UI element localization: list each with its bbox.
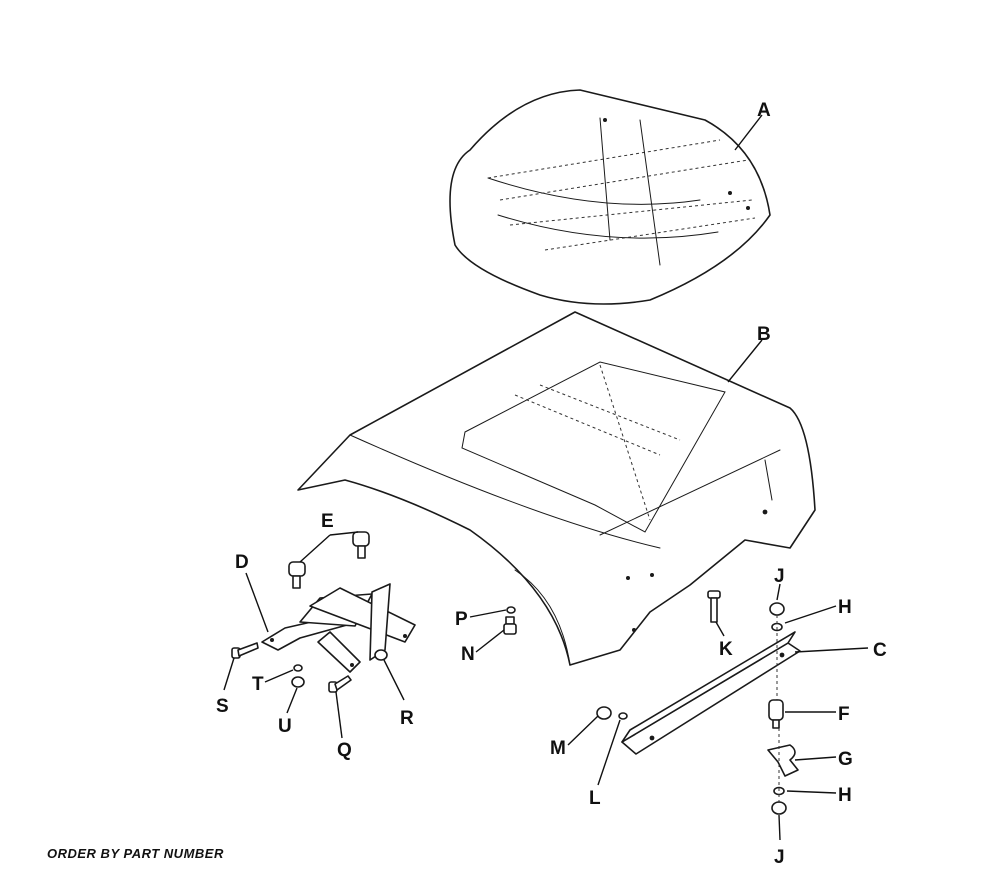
callout-k: K [719,639,733,660]
callout-c: C [873,640,887,661]
callout-labels: A B C D E F G H H J J K L M N P Q R S T … [216,100,887,868]
callout-b: B [757,324,771,345]
callout-f: F [838,704,850,725]
fender-housing-part-b [297,311,816,666]
callout-u: U [278,716,292,737]
washer-part-p [506,606,516,614]
callout-j-bottom: J [774,847,785,868]
pivot-bracket-part-d [261,583,416,673]
callout-t: T [252,674,264,695]
callout-g: G [838,749,853,770]
angle-bracket-part-c [621,631,801,755]
hardware-fasteners [231,590,799,815]
bolt-part-f [768,699,784,729]
bolt-part-q [328,675,352,693]
nut-part-r [374,649,388,661]
callout-e: E [321,511,334,532]
washer-part-t [293,664,303,672]
callout-a: A [757,100,771,121]
nut-part-j-bottom [771,801,787,815]
callout-h-top: H [838,597,852,618]
callout-l: L [589,788,601,809]
callout-h-bottom: H [838,785,852,806]
bolt-part-k [707,590,721,623]
callout-n: N [461,644,475,665]
nut-part-u [291,676,305,688]
nut-part-j-top [769,602,785,616]
callout-m: M [550,738,566,759]
callout-s: S [216,696,229,717]
order-note: ORDER BY PART NUMBER [47,846,224,861]
callout-r: R [400,708,414,729]
clip-part-g [767,744,799,777]
leader-lines [223,114,869,841]
bolt-part-n [503,616,517,635]
callout-q: Q [337,740,352,761]
rubber-bumpers-part-e [288,531,370,589]
bolt-part-s [231,642,259,659]
callout-j-top: J [774,566,785,587]
nut-part-m [596,706,612,720]
callout-d: D [235,552,249,573]
washer-part-l [618,712,628,720]
seat-cushion-part-a [449,89,771,305]
callout-p: P [455,609,468,630]
